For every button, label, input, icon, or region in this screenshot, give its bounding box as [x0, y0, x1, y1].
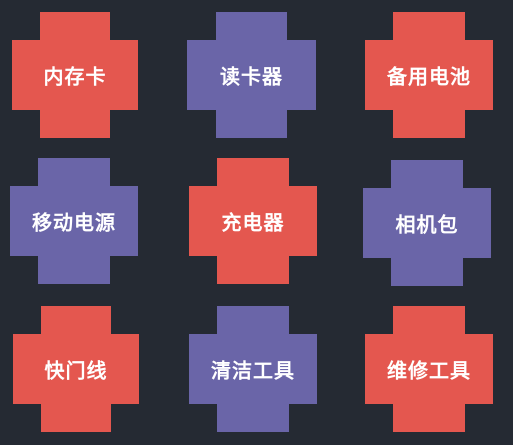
tile-card-reader[interactable]: 读卡器: [187, 12, 316, 138]
tile-shutter-release[interactable]: 快门线: [13, 306, 139, 432]
tile-label: 相机包: [395, 212, 459, 237]
tile-label: 备用电池: [387, 64, 471, 89]
tile-cleaning-tools[interactable]: 清洁工具: [189, 306, 317, 432]
tile-camera-bag[interactable]: 相机包: [363, 160, 491, 286]
cross-vertical-arm: [41, 306, 111, 432]
cross-vertical-arm: [393, 306, 465, 432]
tile-power-bank[interactable]: 移动电源: [10, 158, 138, 284]
cross-vertical-arm: [217, 158, 289, 284]
cross-vertical-arm: [393, 12, 465, 138]
cross-vertical-arm: [38, 158, 110, 284]
cross-vertical-arm: [391, 160, 463, 286]
tile-charger[interactable]: 充电器: [189, 158, 317, 284]
tile-label: 充电器: [221, 210, 285, 235]
tile-label: 移动电源: [32, 210, 116, 235]
tile-label: 内存卡: [43, 64, 107, 89]
cross-vertical-arm: [40, 12, 110, 138]
tile-spare-battery[interactable]: 备用电池: [365, 12, 493, 138]
tile-label: 读卡器: [220, 64, 283, 89]
tile-memory-card[interactable]: 内存卡: [12, 12, 138, 138]
cross-vertical-arm: [217, 306, 289, 432]
tile-label: 维修工具: [387, 358, 471, 383]
tile-repair-tools[interactable]: 维修工具: [365, 306, 493, 432]
tile-label: 清洁工具: [211, 358, 295, 383]
tile-label: 快门线: [44, 358, 108, 383]
cross-vertical-arm: [216, 12, 287, 138]
